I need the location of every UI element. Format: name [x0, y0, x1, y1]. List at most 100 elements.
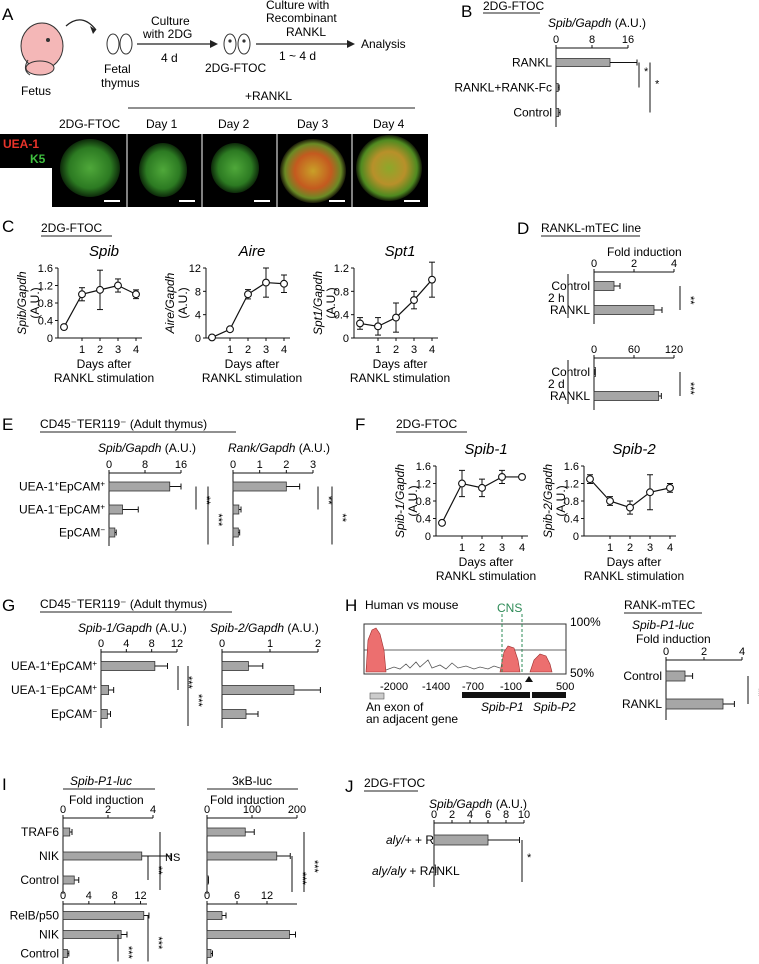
chart-b-category: RANKL+RANK-Fc [454, 81, 552, 95]
chart-i-3-bar [206, 949, 212, 958]
chart-g-1-tick-label: 2 [315, 638, 321, 650]
chart-b-bar [555, 108, 560, 117]
chart-c-2-ylabel-unit: (A.U.) [324, 287, 338, 318]
chart-i-0-bar [62, 827, 71, 837]
chart-f-0-ytick-label: 0.4 [416, 514, 431, 526]
h-tick-1: -1400 [422, 681, 450, 693]
chart-c-0-ylabel-unit: (A.U.) [28, 287, 42, 318]
luc-header: RANK-mTEC [624, 598, 696, 612]
panel-f-header: 2DG-FTOC [396, 417, 457, 431]
chart-c-2-point [356, 319, 364, 328]
chart-c-1-xlabel-2: RANKL stimulation [202, 371, 302, 385]
chart-d-s1-sig: *** [684, 382, 696, 396]
fetal-thymus-icon [106, 33, 133, 55]
chart-g-1-bar [221, 709, 247, 719]
chart-h-s1-sig: ** [752, 688, 759, 697]
chart-e-0-category: UEA-1−EpCAM+ [19, 502, 105, 517]
h-tick-0: -2000 [380, 681, 408, 693]
exon-label-2: an adjacent gene [366, 712, 458, 726]
chart-f-1-point [606, 497, 614, 505]
chart-h-category: RANKL [622, 697, 662, 711]
chart-g-0-category: UEA-1−EpCAM+ [11, 683, 97, 698]
chart-i-2-tick-label: 8 [112, 890, 118, 902]
chart-c-2-xlabel-2: RANKL stimulation [350, 371, 450, 385]
chart-c-0-xtick-label: 3 [115, 344, 121, 356]
chart-e-0-bar [108, 527, 116, 538]
chart-i-0-s1-sig: ** [152, 866, 164, 875]
chart-c-0-point [78, 290, 86, 299]
chart-j-tick-label: 6 [485, 809, 491, 821]
chart-f-0-title: Spib-1 [464, 441, 507, 458]
panel-letter-d: D [517, 219, 529, 238]
chart-j-bar [433, 864, 436, 876]
chart-i-1-bar [206, 851, 278, 861]
luc-axis-title: Fold induction [636, 632, 711, 646]
recombinant-label-1: Culture with [266, 0, 329, 12]
panel-d-axis-title: Fold induction [607, 245, 682, 259]
chart-c-2-ytick-label: 0.8 [334, 286, 349, 298]
chart-d-1-tick-label: 120 [665, 344, 683, 356]
chart-i-3-tick-label: 6 [234, 890, 240, 902]
chart-f-1-xlabel-1: Days after [607, 555, 662, 569]
chart-f-0-xtick-label: 3 [499, 542, 505, 554]
chart-c-1-xtick-label: 2 [245, 344, 251, 356]
chart-e-0-s2-sig: *** [212, 514, 224, 528]
chart-c-1-xtick-label: 3 [263, 344, 269, 356]
chart-c-1-point [262, 278, 270, 287]
fetus-icon [20, 22, 64, 76]
chart-i-2-tick-label: 12 [134, 890, 146, 902]
chart-c-0-xlabel-1: Days after [77, 357, 132, 371]
chart-f-0-ytick-label: 1.2 [416, 479, 431, 491]
chart-c-0-ytick-label: 0.4 [38, 316, 53, 328]
chart-c-1-xtick-label: 1 [227, 344, 233, 356]
chart-d-1-category: RANKL [550, 389, 590, 403]
chart-c-0-ytick-label: 0.8 [38, 298, 53, 310]
chart-i-2-category: Control [20, 947, 59, 961]
chart-e-0-s1-sig: ** [200, 496, 212, 505]
panel-c-header: 2DG-FTOC [41, 221, 102, 235]
chart-c-1-point [244, 290, 252, 299]
chart-c-0-xtick-label: 2 [97, 344, 103, 356]
chart-b-s1-sig: * [644, 66, 649, 78]
chart-c-2-ytick-label: 0.4 [334, 310, 349, 322]
panel-h-title: Human vs mouse [365, 598, 459, 612]
chart-c-0-point [114, 281, 122, 290]
chart-i-0-tick-label: 4 [150, 804, 156, 816]
chart-c-2-ylabel: Spt1/Gapdh [311, 271, 325, 335]
chart-b-category: RANKL [512, 56, 552, 70]
chart-f-0-xlabel-2: RANKL stimulation [436, 569, 536, 583]
chart-c-0-ytick-label: 1.2 [38, 281, 53, 293]
spib-p2-bar [532, 692, 566, 698]
chart-f-1-ytick-label: 0.8 [564, 496, 579, 508]
chart-g-0-s2-sig: *** [192, 694, 204, 708]
chart-g-1-title: Spib-2/Gapdh (A.U.) [210, 621, 319, 635]
chart-j-tick-label: 8 [503, 809, 509, 821]
chart-d-1-category: Control [551, 365, 590, 379]
chart-d-1-bar [593, 391, 660, 401]
conservation-peak-2 [499, 645, 521, 673]
ftoc-thymus-icon [223, 33, 251, 55]
luc-title: Spib-P1-luc [632, 618, 694, 632]
pct-top: 100% [570, 615, 601, 629]
chart-g-0-title: Spib-1/Gapdh (A.U.) [78, 621, 187, 635]
chart-f-1-xtick-label: 2 [627, 542, 633, 554]
h-tick-2: -700 [462, 681, 484, 693]
analysis-label: Analysis [361, 37, 406, 51]
ftoc-label: 2DG-FTOC [205, 61, 266, 75]
chart-f-0-xlabel-1: Days after [459, 555, 514, 569]
panel-letter-e: E [2, 415, 13, 434]
chart-e-0-title: Spib/Gapdh (A.U.) [98, 441, 196, 455]
chart-c-2-xtick-label: 4 [429, 344, 435, 356]
chart-i-2-tick-label: 4 [86, 890, 92, 902]
chart-c-0-point [96, 285, 104, 294]
chart-i-1-s2-sig: *** [308, 860, 320, 874]
chart-d-0-category: Control [551, 279, 590, 293]
chart-e-1-bar [232, 481, 287, 492]
chart-i-0-bar [62, 851, 143, 861]
chart-d-time-1: 2 d [548, 377, 565, 391]
micrograph-3 [280, 139, 346, 203]
